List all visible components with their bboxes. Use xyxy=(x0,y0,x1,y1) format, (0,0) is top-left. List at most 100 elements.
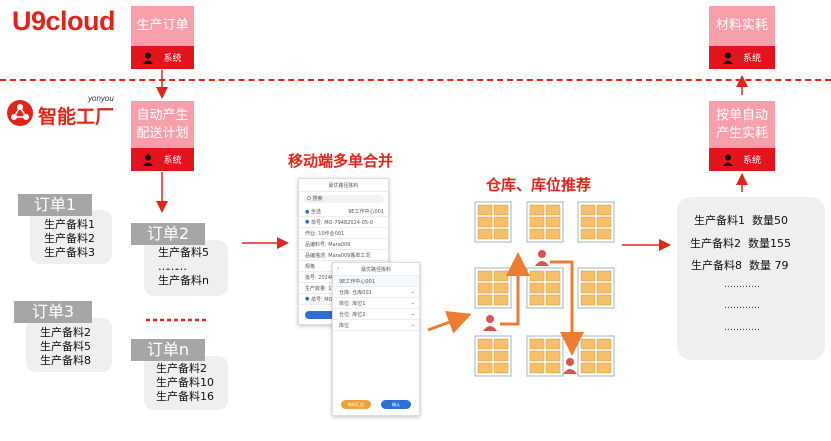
chevron-down-icon: ⌄ xyxy=(410,300,415,306)
order-title: 订单n xyxy=(131,339,205,361)
person-icon xyxy=(722,154,733,166)
field-row[interactable]: 仓库: 仓库001⌄ xyxy=(333,287,419,298)
warehouse-rec-heading: 仓库、库位推荐 xyxy=(486,176,592,194)
summary-item: 生产备料2 xyxy=(690,237,741,250)
row-text: 品编描述: Mara009搬单工况 xyxy=(305,252,371,259)
row-text: 单号: MO-79 xyxy=(310,296,341,303)
workcenter-row: 9E工作中心001 xyxy=(333,276,419,287)
step-production-order: 生产订单 xyxy=(131,6,194,46)
factory-logo-icon xyxy=(5,98,35,132)
warehouse-grid xyxy=(474,201,615,377)
field-row[interactable]: 库位: 库位1 ⌄ xyxy=(333,298,419,309)
step-auto-plan-label: 自动产生配送计划 xyxy=(136,107,189,141)
order-item: 生产备料5 xyxy=(40,340,91,353)
order-card: 生产备料2 生产备料5 生产备料8 xyxy=(26,318,112,372)
summary-ellipsis: ………… xyxy=(724,323,760,333)
system-bar: 系统 xyxy=(131,46,194,69)
field-row[interactable]: 仓位: 库位2 ⌄ xyxy=(333,309,419,320)
system-bar: 系统 xyxy=(709,148,775,171)
pick-summary-button[interactable]: 拣料汇总 xyxy=(341,400,371,409)
chevron-down-icon: ⌄ xyxy=(410,289,415,295)
shelf-rack xyxy=(577,201,615,243)
step-production-order-label: 生产订单 xyxy=(136,18,189,33)
chevron-down-icon: ⌄ xyxy=(410,322,415,328)
chevron-down-icon: ⌄ xyxy=(410,311,415,317)
order-card: 生产备料2 生产备料10 生产备料16 xyxy=(144,356,228,410)
workcenter-label: 9E工作中心001 xyxy=(339,278,375,285)
search-input[interactable]: Q 搜索 xyxy=(303,195,384,203)
summary-row: 生产备料8 数量 79 xyxy=(691,257,789,273)
summary-row: 生产备料2 数量155 xyxy=(690,235,791,251)
system-bar: 系统 xyxy=(131,148,194,171)
person-icon xyxy=(143,154,154,166)
order-item: 生产备料2 xyxy=(156,362,207,375)
shelf-rack xyxy=(526,335,564,377)
order-row: 品编描述: Mara009搬单工况 xyxy=(299,250,388,261)
row-text: 作业: 10作业001 xyxy=(305,230,345,237)
mobile-screen-front: ‹ 最优路径拣料 9E工作中心001 仓库: 仓库001⌄ 库位: 库位1 ⌄ 仓位… xyxy=(332,262,420,416)
system-label: 系统 xyxy=(163,156,182,166)
order-row: 作业: 10作业001 xyxy=(299,228,388,239)
confirm-button[interactable]: 确认 xyxy=(381,400,411,409)
order-card: 生产备料5 ……… 生产备料n xyxy=(144,240,228,296)
order-item: 生产备料2 xyxy=(44,232,95,245)
step-material-consume-label: 材料实耗 xyxy=(715,18,768,33)
order-card: 生产备料1 生产备料2 生产备料3 xyxy=(30,210,112,264)
order-item: 生产备料n xyxy=(158,274,209,287)
step-material-consume: 材料实耗 xyxy=(709,6,775,46)
summary-panel xyxy=(677,197,825,360)
order-item: 生产备料8 xyxy=(40,354,91,367)
step-auto-consume: 按单自动产生实耗 xyxy=(709,101,775,148)
shelf-rack xyxy=(577,335,615,377)
select-all-row[interactable]: ● 全选 9E工作中心001 xyxy=(299,206,388,217)
order-item: 生产备料1 xyxy=(44,218,95,231)
order-title: 订单2 xyxy=(131,223,205,245)
layer-divider xyxy=(0,79,831,81)
system-label: 系统 xyxy=(163,54,182,64)
row-text: 规格 xyxy=(305,263,316,270)
order-item: 生产备料16 xyxy=(156,390,214,403)
back-arrow-icon[interactable]: ‹ xyxy=(337,266,339,272)
person-icon xyxy=(143,52,154,64)
shelf-rack xyxy=(577,267,615,309)
row-text: 单号: MO-79482024-05-0 xyxy=(310,219,374,226)
row-text: 批号: 20240500 xyxy=(305,274,344,281)
shelf-rack xyxy=(474,201,512,243)
shelf-rack xyxy=(526,267,564,309)
step-auto-plan: 自动产生配送计划 xyxy=(131,101,194,148)
yonyou-logo: yonyou xyxy=(88,94,114,103)
phone-back-button[interactable] xyxy=(305,311,335,319)
shelf-rack xyxy=(526,201,564,243)
summary-row: 生产备料1 数量50 xyxy=(694,212,788,228)
order-row: ● 单号: MO-79482024-05-0 xyxy=(299,217,388,228)
order-title: 订单3 xyxy=(14,301,92,323)
system-bar: 系统 xyxy=(709,46,775,69)
workcenter-label: 9E工作中心001 xyxy=(348,208,384,215)
row-text: 生产数量: 1 公斤 xyxy=(305,285,344,292)
order-item: ……… xyxy=(158,260,187,273)
worker-icon xyxy=(563,358,577,374)
order-item: 生产备料3 xyxy=(44,246,95,259)
field-text: 库位: 库位1 xyxy=(339,300,366,307)
arrow-to-warehouse xyxy=(427,310,472,334)
summary-item: 生产备料8 xyxy=(691,259,742,272)
field-text: 库位 xyxy=(339,322,350,329)
field-text: 仓位: 库位2 xyxy=(339,311,366,318)
order-item: 生产备料10 xyxy=(156,376,214,389)
step-auto-consume-label: 按单自动产生实耗 xyxy=(715,107,768,141)
order-title: 订单1 xyxy=(18,194,92,216)
field-row[interactable]: 库位 ⌄ xyxy=(333,320,419,331)
system-label: 系统 xyxy=(742,54,761,64)
summary-qty: 数量155 xyxy=(748,237,791,250)
phone-title-text: 最优路径拣料 xyxy=(360,266,391,273)
mobile-merge-heading: 移动端多单合并 xyxy=(288,152,394,170)
worker-icon xyxy=(483,315,497,331)
summary-item: 生产备料1 xyxy=(694,214,745,227)
worker-icon xyxy=(535,250,549,266)
order-item: 生产备料2 xyxy=(40,326,91,339)
shelf-rack xyxy=(474,335,512,377)
order-item: 生产备料5 xyxy=(158,246,209,259)
summary-ellipsis: ………… xyxy=(724,301,760,311)
summary-ellipsis: ………… xyxy=(724,280,760,290)
